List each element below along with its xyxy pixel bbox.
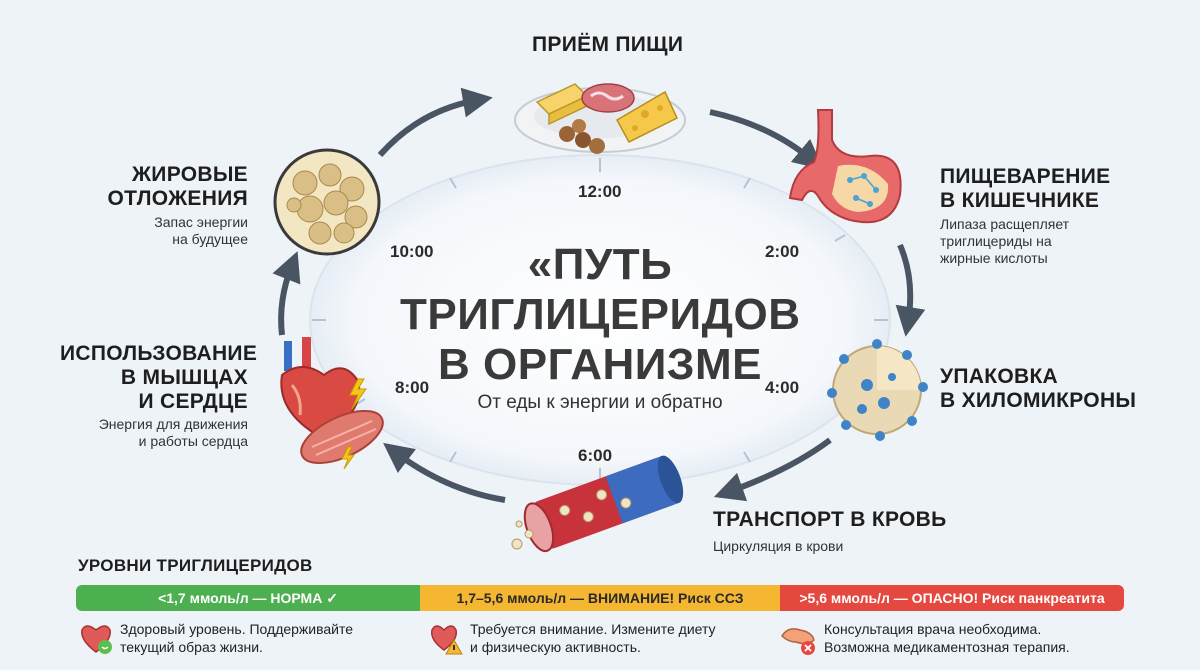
- stage-usage-desc-2: и работы сердца: [138, 433, 248, 449]
- level-danger-note-2: Возможна медикаментозная терапия.: [824, 639, 1070, 655]
- main-title-line-2: ТРИГЛИЦЕРИДОВ: [400, 290, 801, 339]
- level-normal-note-1: Здоровый уровень. Поддерживайте: [120, 621, 354, 637]
- level-warning-note-2: и физическую активность.: [470, 639, 641, 655]
- stage-storage-desc: Запас энергии на будущее: [80, 214, 248, 248]
- level-warning-bar: 1,7–5,6 ммоль/л — ВНИМАНИЕ! Риск ССЗ: [420, 585, 780, 611]
- stage-digestion-desc-3: жирные кислоты: [940, 250, 1048, 266]
- stage-packaging-title-1: УПАКОВКА: [940, 365, 1059, 388]
- subtitle: От еды к энергии и обратно: [477, 392, 723, 413]
- stage-usage-title-2: В МЫШЦАХ: [120, 366, 248, 389]
- stage-usage-title-3: И СЕРДЦЕ: [138, 390, 248, 413]
- warning-heart-icon: [431, 625, 463, 655]
- chylomicron-icon: [827, 339, 928, 441]
- heart-muscle-icon: [280, 337, 384, 470]
- clock-label-4: 4:00: [765, 378, 800, 397]
- pancreas-icon: [781, 628, 815, 655]
- levels-heading: УРОВНИ ТРИГЛИЦЕРИДОВ: [78, 556, 313, 575]
- clock-label-10: 10:00: [390, 242, 434, 261]
- fat-cell-icon: [273, 148, 381, 256]
- level-danger-note-1: Консультация врача необходима.: [824, 621, 1042, 637]
- level-normal-note-2: текущий образ жизни.: [120, 639, 263, 655]
- level-warning-label: 1,7–5,6 ммоль/л — ВНИМАНИЕ! Риск ССЗ: [456, 590, 744, 606]
- level-danger-note: Консультация врача необходима. Возможна …: [824, 620, 1070, 656]
- stage-digestion-desc: Липаза расщепляет триглицериды на жирные…: [940, 216, 1069, 267]
- stage-packaging-title-2: В ХИЛОМИКРОНЫ: [940, 389, 1137, 412]
- stage-digestion-title: ПИЩЕВАРЕНИЕ В КИШЕЧНИКЕ: [940, 165, 1110, 213]
- main-title-line-1: «ПУТЬ: [527, 240, 673, 289]
- stage-transport-desc: Циркуляция в крови: [713, 538, 844, 554]
- level-danger-bar: >5,6 ммоль/л — ОПАСНО! Риск панкреатита: [780, 585, 1124, 611]
- main-title: «ПУТЬ ТРИГЛИЦЕРИДОВ В ОРГАНИЗМЕ: [400, 240, 800, 390]
- main-title-line-3: В ОРГАНИЗМЕ: [438, 340, 762, 389]
- clock-label-2: 2:00: [765, 242, 800, 261]
- clock-label-8: 8:00: [395, 378, 430, 397]
- stage-intake-title: ПРИЁМ ПИЩИ: [532, 33, 684, 56]
- level-warning-note-1: Требуется внимание. Измените диету: [470, 621, 716, 637]
- stage-storage-desc-2: на будущее: [172, 231, 248, 247]
- stage-packaging-title: УПАКОВКА В ХИЛОМИКРОНЫ: [940, 365, 1136, 413]
- stage-digestion-desc-2: триглицериды на: [940, 233, 1052, 249]
- stage-transport-title: ТРАНСПОРТ В КРОВЬ: [713, 508, 947, 531]
- level-normal-note: Здоровый уровень. Поддерживайте текущий …: [120, 620, 353, 656]
- stage-storage-title: ЖИРОВЫЕ ОТЛОЖЕНИЯ: [80, 163, 248, 211]
- blood-vessel-icon: [511, 455, 684, 553]
- stage-digestion-desc-1: Липаза расщепляет: [940, 216, 1070, 232]
- stage-digestion-title-2: В КИШЕЧНИКЕ: [940, 189, 1100, 212]
- stomach-icon: [788, 109, 902, 224]
- stage-storage-desc-1: Запас энергии: [154, 214, 248, 230]
- stage-usage-desc-1: Энергия для движения: [98, 416, 248, 432]
- healthy-heart-icon: [81, 625, 112, 654]
- stage-digestion-title-1: ПИЩЕВАРЕНИЕ: [940, 165, 1111, 188]
- level-normal-label: <1,7 ммоль/л — НОРМА ✓: [158, 589, 338, 606]
- stage-usage-title: ИСПОЛЬЗОВАНИЕ В МЫШЦАХ И СЕРДЦЕ: [60, 342, 258, 414]
- level-danger-label: >5,6 ммоль/л — ОПАСНО! Риск панкреатита: [799, 590, 1105, 606]
- stage-usage-desc: Энергия для движения и работы сердца: [60, 416, 248, 450]
- clock-label-12: 12:00: [578, 182, 622, 201]
- level-warning-note: Требуется внимание. Измените диету и физ…: [470, 620, 716, 656]
- level-normal-bar: <1,7 ммоль/л — НОРМА ✓: [76, 585, 420, 611]
- stage-storage-title-1: ЖИРОВЫЕ: [132, 163, 248, 186]
- stage-storage-title-2: ОТЛОЖЕНИЯ: [107, 187, 248, 210]
- stage-usage-title-1: ИСПОЛЬЗОВАНИЕ: [60, 342, 258, 365]
- food-plate-icon: [514, 83, 686, 154]
- clock-label-6: 6:00: [578, 446, 613, 465]
